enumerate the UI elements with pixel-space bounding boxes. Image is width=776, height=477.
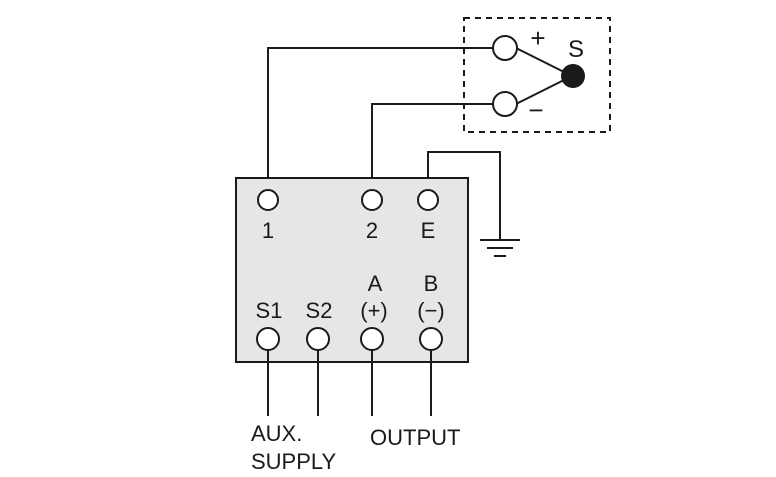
terminal-a-polarity-label: (+) xyxy=(360,298,388,323)
terminal-1-label: 1 xyxy=(262,218,274,243)
terminal-s1-label: S1 xyxy=(256,298,283,323)
sensor-enclosure xyxy=(463,17,611,133)
wire-earth xyxy=(427,151,501,240)
sensor-junction xyxy=(561,64,585,88)
terminal-2-label: 2 xyxy=(366,218,378,243)
terminal-s2-label: S2 xyxy=(306,298,333,323)
channel-b-label: B xyxy=(424,271,439,296)
terminal-1 xyxy=(257,189,279,211)
sensor-name-label: S xyxy=(568,36,584,63)
wire-minus-to-terminal-2 xyxy=(371,103,493,190)
terminal-e xyxy=(417,189,439,211)
terminal-a xyxy=(360,327,384,351)
output-label: OUTPUT xyxy=(370,425,460,450)
sensor-terminal-plus xyxy=(492,35,518,61)
sensor-terminal-minus xyxy=(492,91,518,117)
channel-a-label: A xyxy=(368,271,383,296)
terminal-e-label: E xyxy=(421,218,436,243)
terminal-s2 xyxy=(306,327,330,351)
sensor-plus-label: + xyxy=(530,23,545,53)
terminal-s1 xyxy=(256,327,280,351)
sensor-minus-label: − xyxy=(528,95,543,125)
terminal-b-polarity-label: (−) xyxy=(417,298,445,323)
ground-icon xyxy=(480,239,520,257)
terminal-b xyxy=(419,327,443,351)
aux-supply-label-line1: AUX. xyxy=(251,421,302,446)
aux-supply-label-line2: SUPPLY xyxy=(251,449,337,474)
wire-plus-to-terminal-1 xyxy=(267,47,493,190)
terminal-2 xyxy=(361,189,383,211)
